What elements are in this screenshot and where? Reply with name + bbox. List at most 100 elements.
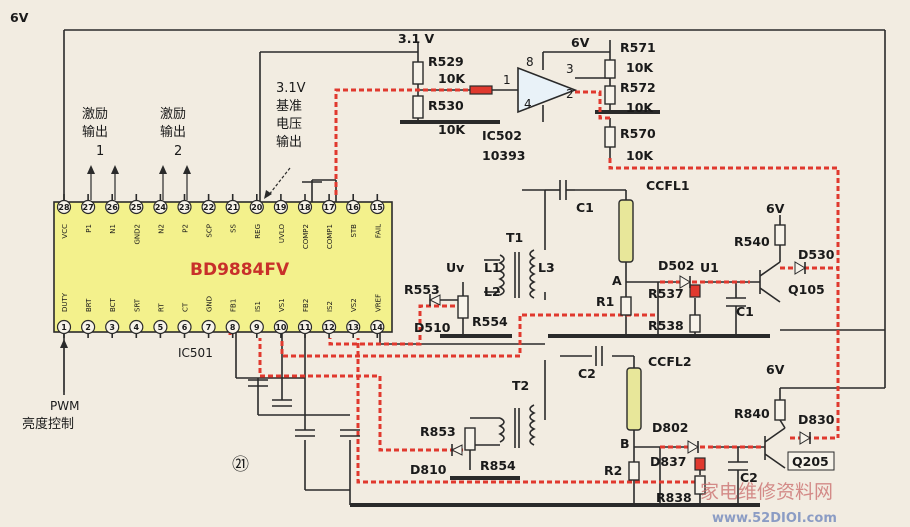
r529-label: R529 (428, 54, 464, 69)
ccfl-lamps (618, 199, 642, 431)
pin-number: 16 (348, 203, 360, 212)
r530-body (412, 95, 424, 119)
uv-label: Uv (446, 260, 464, 275)
ic502-pin1: 1 (503, 73, 511, 87)
pin-number: 27 (83, 203, 94, 212)
pin-number: 11 (299, 323, 311, 332)
ic501-top-pins: 28VCC27P126N125GND224N223P222SCP21SS20RE… (56, 194, 385, 249)
r537-body (689, 284, 701, 298)
drive2-line3: 2 (174, 144, 182, 159)
watermark-cn: 家电维修资料网 (700, 481, 833, 503)
q105-label: Q105 (788, 282, 825, 297)
drive2-line1: 激励 (160, 107, 186, 122)
d530-label: D530 (798, 247, 835, 262)
r837-body (694, 457, 706, 471)
r571-value: 10K (626, 60, 654, 75)
d830-label: D830 (798, 412, 835, 427)
r530-value: 10K (438, 122, 466, 137)
pin-name: N1 (109, 224, 117, 234)
l3-label: L3 (538, 260, 555, 275)
ic502-pin2: 2 (566, 87, 574, 101)
ccfl2-label: CCFL2 (648, 354, 692, 369)
l1-label: L1 (484, 260, 501, 275)
ic502-pin3: 3 (566, 62, 574, 76)
ic501-pin-1: 1 DUTY (56, 292, 72, 338)
pin-number: 21 (227, 203, 239, 212)
r571-body (604, 59, 616, 79)
drive1-line3: 1 (96, 144, 104, 159)
pin-number: 25 (131, 203, 143, 212)
r538-label: R538 (648, 318, 684, 333)
pin-number: 17 (324, 203, 335, 212)
ic502-opamp: 3.1 V 6V 8 3 2 1 4 IC502 10393 (398, 31, 590, 163)
ic501-bottom-pins: 1DUTY2BRT3BCT4SRT5RT6CT7GND8FB19IS110VS1… (56, 292, 385, 338)
pin-number: 8 (230, 323, 236, 332)
r840-body (774, 399, 786, 421)
r529-value: 10K (438, 71, 466, 86)
r537-label: R537 (648, 286, 684, 301)
r554-label: R554 (472, 314, 508, 329)
q205-label: Q205 (792, 454, 829, 469)
ic502-part-label: 10393 (482, 148, 526, 163)
pin-name: VS1 (278, 298, 286, 312)
d810-label: D810 (410, 462, 447, 477)
pin-name: FB2 (302, 299, 310, 312)
r838-body (694, 475, 706, 495)
drive2-line2: 输出 (160, 124, 186, 140)
r570-label: R570 (620, 126, 656, 141)
ref-line2: 基准 (276, 99, 302, 114)
pin-name: DUTY (61, 292, 69, 312)
pin-name: SS (230, 223, 238, 232)
pin-number: 3 (109, 323, 115, 332)
ic502-pin8: 8 (526, 55, 534, 69)
r1-body (620, 296, 632, 316)
r853-label: R853 (420, 424, 456, 439)
pin-number: 1 (61, 323, 67, 332)
supply-3v1-label: 3.1 V (398, 31, 434, 46)
supply-6v-q205-label: 6V (766, 362, 785, 377)
pin-number: 19 (275, 203, 287, 212)
pin-name: BCT (109, 297, 117, 312)
r571-label: R571 (620, 40, 656, 55)
pin-number: 18 (299, 203, 311, 212)
pin-name: SCP (206, 224, 214, 238)
pin-name: IS1 (254, 301, 262, 312)
pin-name: GND (206, 296, 214, 312)
pin-name: VS2 (350, 298, 358, 312)
pin-name: REG (254, 224, 262, 239)
ic502-ref-label: IC502 (482, 128, 522, 143)
figure-number: ㉑ (232, 455, 249, 475)
pin-name: VREF (374, 294, 382, 312)
pwm-line2: 亮度控制 (22, 416, 74, 432)
ic502-pin4: 4 (524, 97, 532, 111)
pin-number: 9 (254, 323, 260, 332)
r2-body (628, 461, 640, 481)
drive1-line1: 激励 (82, 107, 108, 122)
r572-body (604, 85, 616, 105)
r1-label: R1 (596, 294, 614, 309)
ref-line1: 3.1V (276, 81, 306, 96)
pin-number: 6 (182, 323, 188, 332)
feedback-signal-paths (228, 88, 840, 484)
pin-name: IS2 (326, 301, 334, 312)
component-labels: R529 10K R530 10K R571 10K R572 10K R570… (404, 40, 835, 505)
d837-label: D837 (650, 454, 686, 469)
supply-6v-ic502-label: 6V (571, 35, 590, 50)
watermark: 家电维修资料网 www.52DIOI.com (700, 481, 837, 526)
node-b-label: B (620, 436, 630, 451)
d802-label: D802 (652, 420, 688, 435)
ccfl1-label: CCFL1 (646, 178, 690, 193)
pin-number: 22 (203, 203, 214, 212)
node-a-label: A (612, 273, 622, 288)
